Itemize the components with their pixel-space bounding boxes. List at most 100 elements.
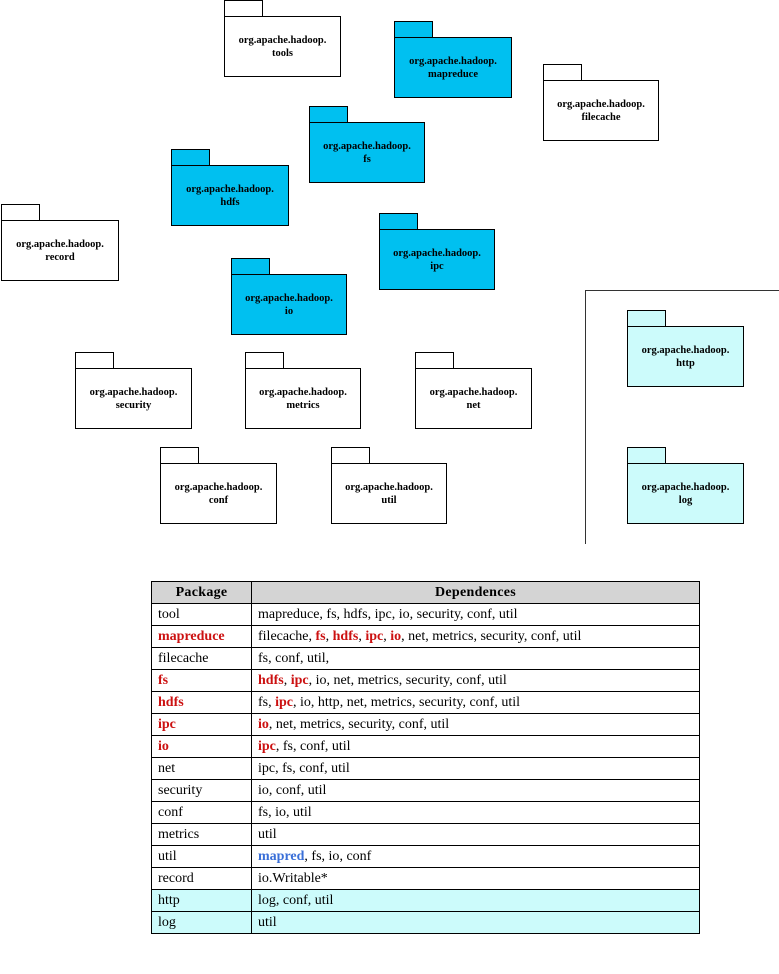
- cell-dependences: log, conf, util: [251, 889, 700, 912]
- package-body: org.apache.hadoop.conf: [160, 463, 277, 524]
- package-tab: [1, 204, 40, 220]
- package-net[interactable]: org.apache.hadoop.net: [415, 352, 532, 429]
- package-name-line2: filecache: [581, 111, 621, 123]
- package-name-line2: net: [466, 399, 481, 411]
- cell-dependences: io, net, metrics, security, conf, util: [251, 713, 700, 736]
- package-tab: [160, 447, 199, 463]
- cell-package: http: [151, 889, 252, 912]
- package-body: org.apache.hadoop.hdfs: [171, 165, 289, 226]
- package-filecache[interactable]: org.apache.hadoop.filecache: [543, 64, 659, 141]
- package-metrics[interactable]: org.apache.hadoop.metrics: [245, 352, 361, 429]
- cell-package: conf: [151, 801, 252, 824]
- table-header-row: Package Dependences: [151, 581, 700, 604]
- cell-dependences: ipc, fs, conf, util: [251, 757, 700, 780]
- cell-package: filecache: [151, 647, 252, 670]
- highlighted-dependency: ipc: [258, 738, 276, 754]
- highlighted-dependency: io: [390, 628, 402, 644]
- package-fs[interactable]: org.apache.hadoop.fs: [309, 106, 425, 183]
- cell-dependences: io, conf, util: [251, 779, 700, 802]
- package-body: org.apache.hadoop.fs: [309, 122, 425, 183]
- cell-dependences: mapred, fs, io, conf: [251, 845, 700, 868]
- package-name-line2: mapreduce: [428, 68, 478, 80]
- package-name-line1: org.apache.hadoop.: [345, 481, 433, 493]
- highlighted-dependency: ipc: [365, 628, 384, 644]
- cell-package: mapreduce: [151, 625, 252, 648]
- column-header-package: Package: [151, 581, 252, 604]
- package-name-line2: conf: [208, 494, 229, 506]
- package-name-line1: org.apache.hadoop.: [641, 481, 730, 493]
- highlighted-dependency: hdfs: [258, 672, 284, 688]
- cell-dependences: fs, io, util: [251, 801, 700, 824]
- package-tab: [394, 21, 433, 37]
- package-name-line1: org.apache.hadoop.: [323, 140, 411, 152]
- package-body: org.apache.hadoop.ipc: [379, 229, 495, 290]
- package-body: org.apache.hadoop.security: [75, 368, 192, 429]
- package-body: org.apache.hadoop.filecache: [543, 80, 659, 141]
- package-name-line1: org.apache.hadoop.: [259, 386, 347, 398]
- package-util[interactable]: org.apache.hadoop.util: [331, 447, 447, 524]
- package-name-line1: org.apache.hadoop.: [89, 386, 178, 398]
- boundary-line-vertical: [585, 290, 586, 544]
- highlighted-dependency: io: [258, 716, 269, 732]
- highlighted-dependency: mapred: [258, 848, 305, 864]
- package-name-line1: org.apache.hadoop.: [186, 183, 274, 195]
- highlighted-dependency: ipc: [275, 694, 294, 710]
- package-name-line1: org.apache.hadoop.: [429, 386, 518, 398]
- package-name-line2: metrics: [286, 399, 320, 411]
- cell-package: hdfs: [151, 691, 252, 714]
- package-name-line2: ipc: [430, 260, 444, 272]
- package-http[interactable]: org.apache.hadoop.http: [627, 310, 744, 387]
- package-io[interactable]: org.apache.hadoop.io: [231, 258, 347, 335]
- package-name-line1: org.apache.hadoop.: [245, 292, 333, 304]
- boundary-line-horizontal: [585, 290, 779, 291]
- cell-package: metrics: [151, 823, 252, 846]
- cell-dependences: ipc, fs, conf, util: [251, 735, 700, 758]
- package-body: org.apache.hadoop.log: [627, 463, 744, 524]
- package-security[interactable]: org.apache.hadoop.security: [75, 352, 192, 429]
- highlighted-dependency: ipc: [290, 672, 309, 688]
- package-tab: [543, 64, 582, 80]
- package-name-line2: record: [45, 251, 75, 263]
- package-name-line2: log: [678, 494, 693, 506]
- cell-dependences: util: [251, 911, 700, 934]
- package-tab: [245, 352, 284, 368]
- package-hdfs[interactable]: org.apache.hadoop.hdfs: [171, 149, 289, 226]
- highlighted-dependency: hdfs: [332, 628, 359, 644]
- cell-package: net: [151, 757, 252, 780]
- package-tab: [627, 447, 666, 463]
- package-tab: [415, 352, 454, 368]
- package-body: org.apache.hadoop.metrics: [245, 368, 361, 429]
- cell-dependences: fs, ipc, io, http, net, metrics, securit…: [251, 691, 700, 714]
- package-tab: [75, 352, 114, 368]
- package-name-line2: util: [381, 494, 397, 506]
- package-record[interactable]: org.apache.hadoop.record: [1, 204, 119, 281]
- cell-dependences: io.Writable*: [251, 867, 700, 890]
- package-conf[interactable]: org.apache.hadoop.conf: [160, 447, 277, 524]
- package-ipc[interactable]: org.apache.hadoop.ipc: [379, 213, 495, 290]
- package-body: org.apache.hadoop.util: [331, 463, 447, 524]
- package-tab: [171, 149, 210, 165]
- package-log[interactable]: org.apache.hadoop.log: [627, 447, 744, 524]
- package-mapreduce[interactable]: org.apache.hadoop.mapreduce: [394, 21, 512, 98]
- package-tools[interactable]: org.apache.hadoop.tools: [224, 0, 341, 77]
- package-name-line1: org.apache.hadoop.: [641, 344, 730, 356]
- package-body: org.apache.hadoop.record: [1, 220, 119, 281]
- cell-dependences: fs, conf, util,: [251, 647, 700, 670]
- package-name-line2: fs: [363, 153, 371, 165]
- cell-package: fs: [151, 669, 252, 692]
- package-body: org.apache.hadoop.mapreduce: [394, 37, 512, 98]
